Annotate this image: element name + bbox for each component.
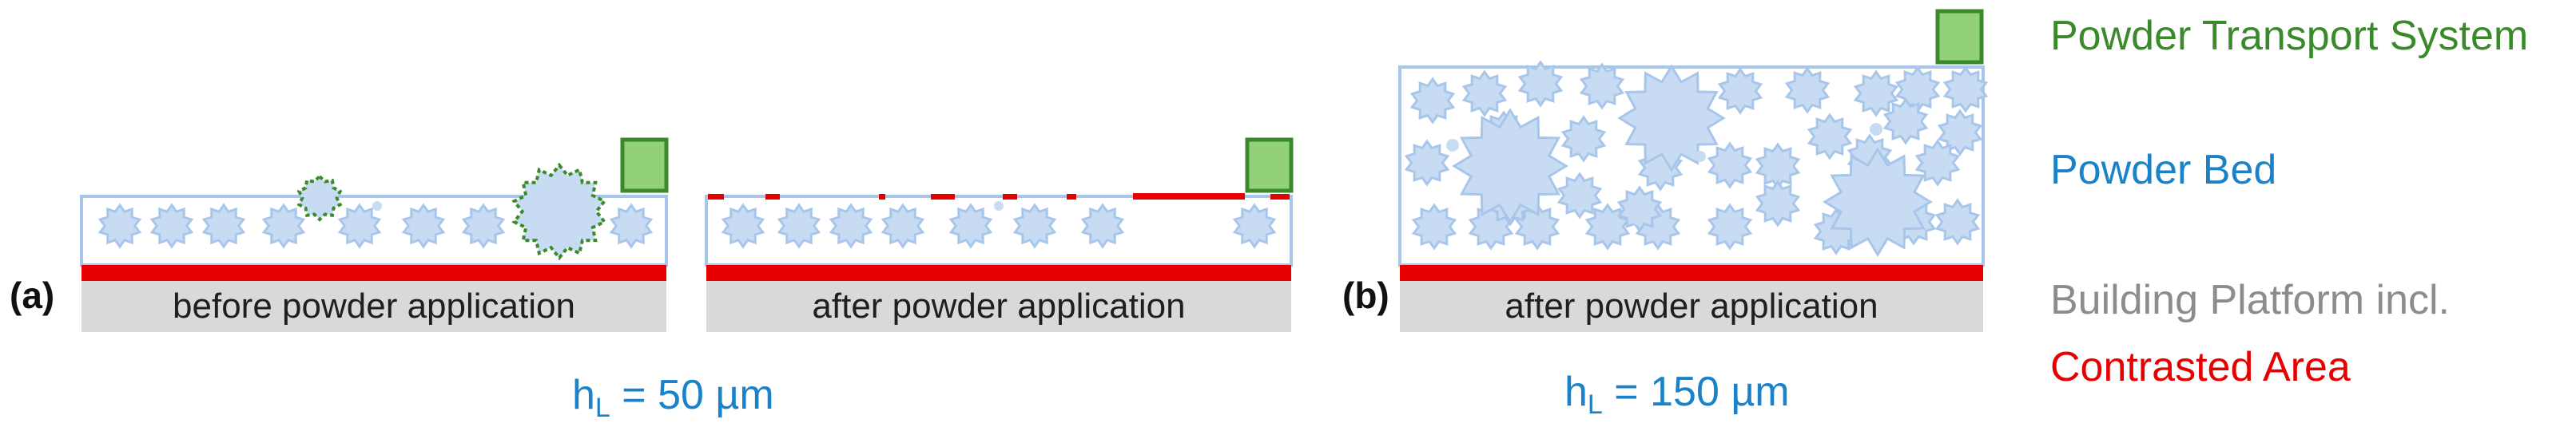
small-particle [372,201,382,211]
powder-particle [777,203,821,249]
powder-particle [1784,66,1831,114]
powder-particle [1579,62,1625,110]
contrast-marker [1133,193,1245,200]
large-powder-particle [1823,147,1933,257]
transport-system-box [620,137,669,193]
contrast-marker [1067,194,1076,200]
building-platform [1400,281,1983,332]
small-particle [1870,123,1882,136]
contrast-marker [879,194,885,200]
small-particle [994,201,1004,211]
powder-particle [721,203,765,249]
powder-particle [401,203,446,249]
large-powder-particle [1617,64,1726,172]
panel-a-before: before powder application [80,137,669,332]
powder-particle [1232,203,1277,249]
powder-particle [1616,185,1663,233]
powder-particle [337,203,382,249]
powder-particle [1556,172,1603,219]
contrast-area [1400,265,1983,281]
powder-particle [1080,203,1125,249]
panel-b-after: after powder application [1398,9,1989,332]
powder-particle [1755,180,1801,227]
stuck-particle [296,174,343,222]
small-particle [1695,151,1706,162]
powder-particle [1807,113,1853,160]
building-platform [81,281,666,332]
powder-particle [1517,60,1564,108]
powder-particle [1707,203,1753,251]
panel-tag-b: (b) [1342,275,1389,316]
powder-particle [1409,77,1456,125]
stuck-powder-particle [511,162,607,261]
legend-powder-bed: Powder Bed [2050,147,2276,193]
powder-particle [461,203,506,249]
transport-system-box [1245,137,1294,193]
contrast-marker [1270,194,1290,200]
contrast-marker [765,194,780,200]
powder-particle [1882,97,1929,145]
powder-particle [881,203,925,249]
powder-particle [1934,198,1981,246]
powder-particle [1942,65,1989,113]
powder-particle [829,203,873,249]
powder-particle [97,203,142,249]
stuck-particle [511,162,607,261]
powder-particle [1461,69,1508,117]
small-particle [1632,212,1644,225]
powder-particle [201,203,246,249]
layer-height-a: hL = 50 µm [572,372,774,423]
powder-particle [1404,139,1450,187]
powder-particle [948,203,993,249]
legend: Powder Transport System Powder Bed Build… [2050,13,2528,390]
panel-tag-a: (a) [10,275,54,316]
contrast-area [81,265,666,281]
powder-particle [1411,203,1457,251]
powder-particle [1853,69,1899,117]
panel-a-after: after powder application [705,137,1294,332]
building-platform [706,281,1291,332]
powder-particle [609,203,654,249]
powder-particle [1717,67,1763,115]
contrast-area [706,265,1291,281]
powder-particles [721,203,1277,249]
contrast-marker [1003,194,1017,200]
powder-particle [1560,115,1607,163]
contrast-marker [931,194,955,200]
layer-height-b: hL = 150 µm [1564,369,1790,420]
legend-contrasted-area: Contrasted Area [2050,344,2351,390]
large-powder-particle [1452,108,1568,224]
contrast-marker [708,194,724,200]
transport-system-box [1935,9,1984,65]
powder-particle [1707,141,1753,189]
powder-particles [97,203,654,249]
legend-transport-system: Powder Transport System [2050,13,2528,59]
platform-caption: after powder application [812,287,1185,326]
legend-building-platform: Building Platform incl. [2050,277,2450,323]
stuck-powder-particle [296,174,343,222]
powder-particle [261,203,306,249]
powder-particle [149,203,194,249]
powder-particle [1914,139,1961,187]
large-particles [1452,64,1933,257]
small-particle [1446,139,1459,152]
powder-particle [1937,109,1983,156]
platform-caption: after powder application [1505,287,1878,326]
platform-caption: before powder application [173,287,575,326]
powder-particle [1012,203,1057,249]
